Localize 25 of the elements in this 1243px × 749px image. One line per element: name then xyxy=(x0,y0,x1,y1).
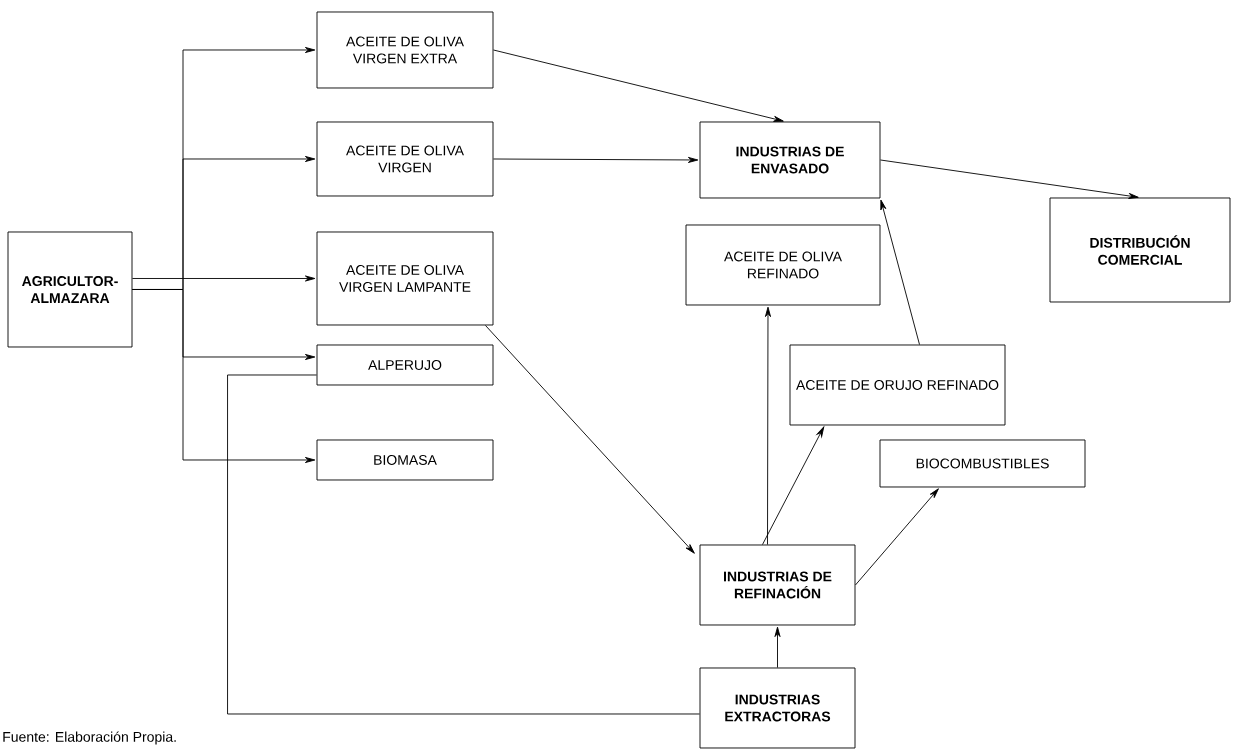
arrow xyxy=(132,289,316,463)
process-box: ACEITE DE OLIVA VIRGEN EXTRA xyxy=(316,11,494,89)
process-box: DISTRIBUCIÓN COMERCIAL xyxy=(1049,197,1231,303)
process-box: ACEITE DE OLIVA VIRGEN LAMPANTE xyxy=(316,231,494,326)
arrow xyxy=(764,306,771,545)
arrow xyxy=(880,199,920,345)
process-box: ACEITE DE ORUJO REFINADO xyxy=(789,344,1006,426)
arrow xyxy=(774,626,781,668)
process-box: INDUSTRIAS DE REFINACIÓN xyxy=(699,544,856,626)
caption: Fuente: Elaboración Propia. xyxy=(3,731,176,745)
arrow xyxy=(493,156,699,163)
process-box: BIOMASA xyxy=(316,439,494,481)
arrow xyxy=(485,325,695,554)
process-box: ACEITE DE OLIVA REFINADO xyxy=(685,224,881,306)
arrow xyxy=(880,159,1139,199)
arrow xyxy=(493,49,784,122)
process-box: AGRICULTOR-ALMAZARA xyxy=(7,231,133,348)
arrow xyxy=(132,275,316,282)
arrow xyxy=(762,426,825,545)
process-box: ACEITE DE OLIVA VIRGEN xyxy=(316,121,494,197)
arrow xyxy=(855,488,939,586)
process-box: INDUSTRIAS EXTRACTORAS xyxy=(699,667,856,749)
process-box: BIOCOMBUSTIBLES xyxy=(879,439,1086,488)
process-box: ALPERUJO xyxy=(316,344,494,386)
process-box: INDUSTRIAS DE ENVASADO xyxy=(699,121,881,199)
